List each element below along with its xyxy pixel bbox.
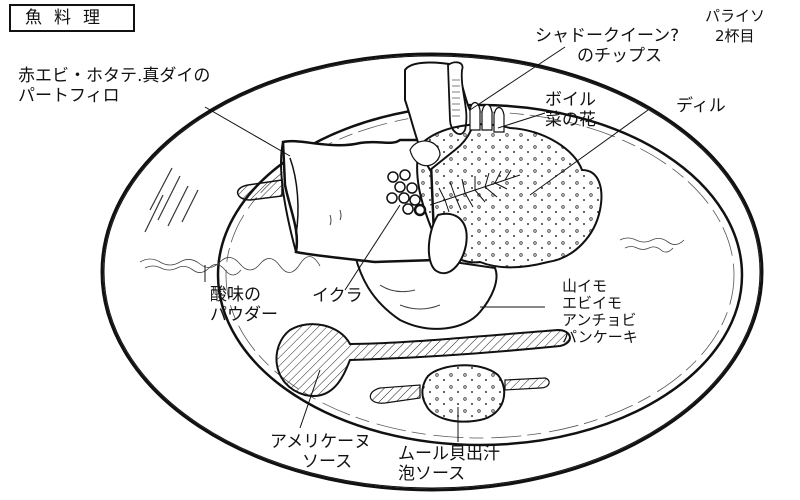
sour-powder xyxy=(139,237,685,276)
rim-sheen-strokes xyxy=(144,167,199,233)
label-mussel-foam: ムール貝出汁 泡ソース xyxy=(398,444,500,484)
americaine-sauce xyxy=(275,323,571,398)
sauce-tail-left xyxy=(237,179,283,201)
label-chips: シャドークイーン? のチップス xyxy=(535,26,680,66)
dill-sprig xyxy=(429,169,521,213)
pate-filo-roll xyxy=(279,138,437,264)
label-ikura: イクラ xyxy=(312,286,363,306)
ikura xyxy=(386,169,427,217)
label-pate-filo: 赤エビ・ホタテ.真ダイの パートフィロ xyxy=(18,66,211,106)
label-americaine: アメリケーヌ ソース xyxy=(270,432,372,472)
note-paraiso: パライソ 2杯目 xyxy=(705,7,766,45)
pancake xyxy=(353,253,498,330)
leader-lines xyxy=(204,46,649,442)
mussel-foam-sauce xyxy=(369,364,550,423)
label-pancake: 山イモ エビイモ アンチョビ パンケーキ xyxy=(562,277,638,346)
yam-piece xyxy=(427,212,468,275)
label-sour-powder: 酸味の パウダー xyxy=(210,285,278,325)
plate xyxy=(100,52,764,492)
course-title: 魚料理 xyxy=(9,4,135,32)
label-dill: ディル xyxy=(676,96,726,116)
nanohana xyxy=(409,101,505,167)
label-nanohana: ボイル 菜の花 xyxy=(545,90,596,130)
